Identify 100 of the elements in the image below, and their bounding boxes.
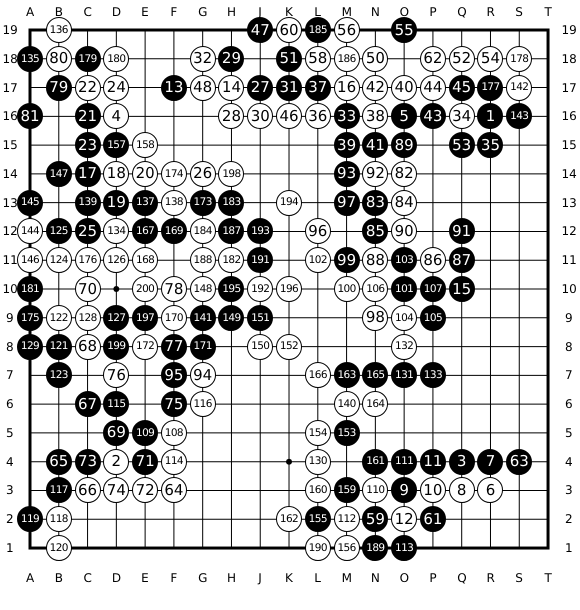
go-stone: 33 <box>334 103 360 130</box>
go-stone: 152 <box>276 334 302 360</box>
coordinate-label: 6 <box>6 397 14 412</box>
coordinate-label: T <box>544 571 552 585</box>
go-stone: 32 <box>190 46 216 72</box>
go-stone: 78 <box>160 276 187 302</box>
go-stone: 106 <box>362 276 388 302</box>
coordinate-label: C <box>84 571 92 585</box>
coordinate-label: 10 <box>2 282 18 296</box>
go-stone: 99 <box>334 247 360 274</box>
go-stone: 43 <box>420 103 446 130</box>
go-stone: 107 <box>420 276 446 302</box>
go-stone: 141 <box>190 304 216 331</box>
coordinate-label: K <box>285 5 293 19</box>
go-stone: 19 <box>103 190 130 216</box>
go-stone: 31 <box>276 74 302 101</box>
go-stone: 165 <box>362 362 388 388</box>
go-stone: 89 <box>391 132 418 158</box>
go-stone: 157 <box>103 132 130 158</box>
go-stone: 144 <box>17 218 43 244</box>
coordinate-label: O <box>400 5 410 19</box>
go-stone: 181 <box>17 276 43 302</box>
go-stone: 118 <box>46 506 72 532</box>
go-stone: 164 <box>362 391 388 418</box>
go-stone: 52 <box>448 46 475 72</box>
go-stone: 162 <box>276 506 302 532</box>
go-stone: 187 <box>218 218 244 244</box>
coordinate-label: 12 <box>2 224 18 238</box>
coordinate-label: 19 <box>562 23 577 37</box>
go-stone: 150 <box>247 334 274 360</box>
coordinate-label: 14 <box>2 166 18 181</box>
go-stone: 105 <box>420 304 446 331</box>
go-stone: 23 <box>74 132 101 158</box>
coordinate-label: 16 <box>562 109 577 124</box>
go-stone: 192 <box>247 276 274 302</box>
go-stone: 30 <box>247 103 274 130</box>
go-stone: 120 <box>46 535 72 562</box>
go-stone: 169 <box>160 218 187 244</box>
go-stone: 184 <box>190 218 216 244</box>
coordinate-label: H <box>226 5 236 19</box>
go-stone: 113 <box>391 535 418 562</box>
go-stone: 77 <box>160 334 187 360</box>
go-stone: 51 <box>276 46 302 72</box>
go-stone: 29 <box>218 46 244 72</box>
go-stone: 64 <box>160 477 187 504</box>
go-stone: 17 <box>74 160 101 187</box>
go-stone: 47 <box>247 17 274 43</box>
go-stone: 110 <box>362 477 388 504</box>
go-stone: 40 <box>391 74 418 101</box>
coordinate-label: R <box>486 571 495 585</box>
go-stone: 20 <box>132 160 158 187</box>
go-stone: 61 <box>420 506 446 532</box>
go-stone: 151 <box>247 304 274 331</box>
go-stone: 41 <box>362 132 388 158</box>
go-stone: 27 <box>247 74 274 101</box>
go-stone: 170 <box>160 304 187 331</box>
go-stone: 87 <box>448 247 475 274</box>
go-stone: 126 <box>103 247 130 274</box>
coordinate-label: 12 <box>562 224 577 238</box>
coordinate-label: Q <box>457 5 467 19</box>
go-stone: 199 <box>103 334 130 360</box>
go-stone: 160 <box>304 477 331 504</box>
go-stone: 123 <box>46 362 72 388</box>
go-stone: 71 <box>132 448 158 475</box>
go-stone: 97 <box>334 190 360 216</box>
go-stone: 143 <box>506 103 532 130</box>
coordinate-label: S <box>515 5 523 19</box>
go-stone: 167 <box>132 218 158 244</box>
go-stone: 56 <box>334 17 360 43</box>
coordinate-label: D <box>112 5 122 19</box>
go-stone: 145 <box>17 190 43 216</box>
go-stone: 38 <box>362 103 388 130</box>
go-stone: 53 <box>448 132 475 158</box>
coordinate-label: 19 <box>2 23 18 37</box>
go-stone: 100 <box>334 276 360 302</box>
go-stone: 180 <box>103 46 130 72</box>
coordinate-label: 1 <box>6 541 14 556</box>
go-stone: 193 <box>247 218 274 244</box>
coordinate-label: 8 <box>6 340 14 354</box>
coordinate-label: 18 <box>562 52 577 66</box>
go-stone: 18 <box>103 160 130 187</box>
go-stone: 176 <box>74 247 101 274</box>
go-stone: 90 <box>391 218 418 244</box>
go-stone: 8 <box>448 477 475 504</box>
go-stone: 132 <box>391 334 418 360</box>
go-stone: 3 <box>448 448 475 475</box>
coordinate-label: S <box>515 571 523 585</box>
go-stone: 134 <box>103 218 130 244</box>
coordinate-label: 5 <box>565 426 573 440</box>
go-stone: 21 <box>74 103 101 130</box>
go-stone: 28 <box>218 103 244 130</box>
go-stone: 183 <box>218 190 244 216</box>
go-stone: 115 <box>103 391 130 418</box>
go-stone: 188 <box>190 247 216 274</box>
go-stone: 197 <box>132 304 158 331</box>
go-stone: 91 <box>448 218 475 244</box>
go-stone: 101 <box>391 276 418 302</box>
coordinate-label: M <box>342 5 352 19</box>
coordinate-label: 4 <box>565 454 573 469</box>
coordinate-label: J <box>258 571 262 585</box>
